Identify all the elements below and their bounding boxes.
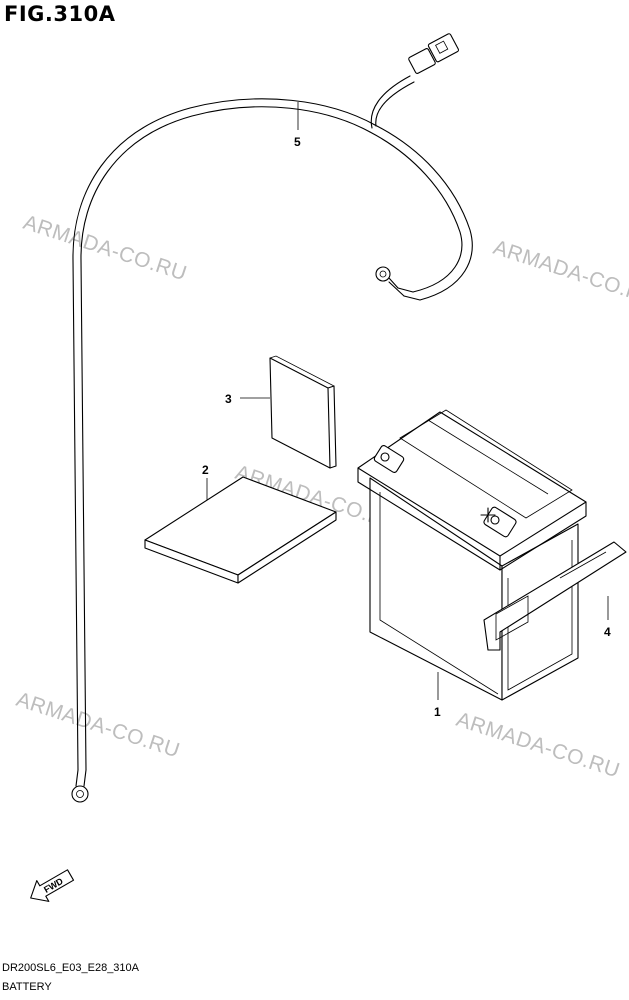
watermark-4: ARMADA-CO.RU: [13, 688, 182, 763]
callout-battery: 1: [434, 705, 441, 719]
fwd-arrow-icon: FWD: [30, 869, 75, 902]
figure-title: FIG.310A: [4, 2, 116, 26]
callout-insulator-sheet: 3: [225, 392, 232, 406]
watermark-5: ARMADA-CO.RU: [453, 708, 622, 783]
insulator-sheet: [240, 355, 337, 469]
diagram-name: BATTERY: [2, 981, 52, 993]
battery-pad: [144, 476, 337, 584]
watermark-2: ARMADA-CO.RU: [490, 236, 629, 311]
watermark-1: ARMADA-CO.RU: [20, 211, 189, 286]
battery: [357, 409, 627, 701]
callout-battery-band: 4: [604, 625, 611, 639]
diagram-code: DR200SL6_E03_E28_310A: [2, 962, 140, 974]
callout-battery-pad: 2: [202, 463, 209, 477]
callout-lead-wire: 5: [294, 135, 301, 149]
lead-wire: [71, 33, 473, 803]
